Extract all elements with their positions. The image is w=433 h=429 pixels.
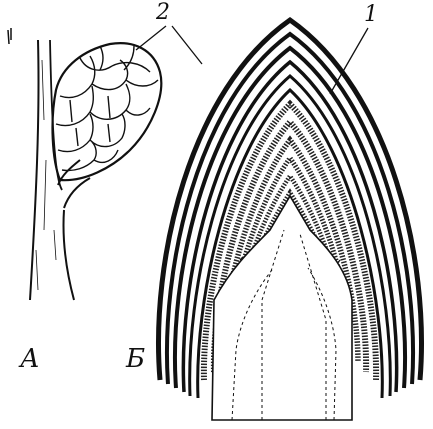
label-2-leader-a: [136, 26, 166, 50]
panel-a-bud-exterior: [8, 28, 161, 300]
panel-b-bud-section: [159, 20, 422, 420]
panel-a-label: А: [20, 346, 40, 372]
bud-stalk: [58, 160, 90, 208]
label-1: 1: [364, 4, 378, 26]
panel-b-label: Б: [126, 346, 145, 372]
central-axis: [212, 196, 352, 420]
bud-outline: [53, 43, 162, 180]
stem-mark: [8, 28, 11, 44]
twig-left-edge: [30, 40, 39, 300]
label-2: 2: [156, 2, 170, 24]
label-2-leader-b: [172, 26, 202, 64]
twig-lower-right: [63, 210, 74, 300]
